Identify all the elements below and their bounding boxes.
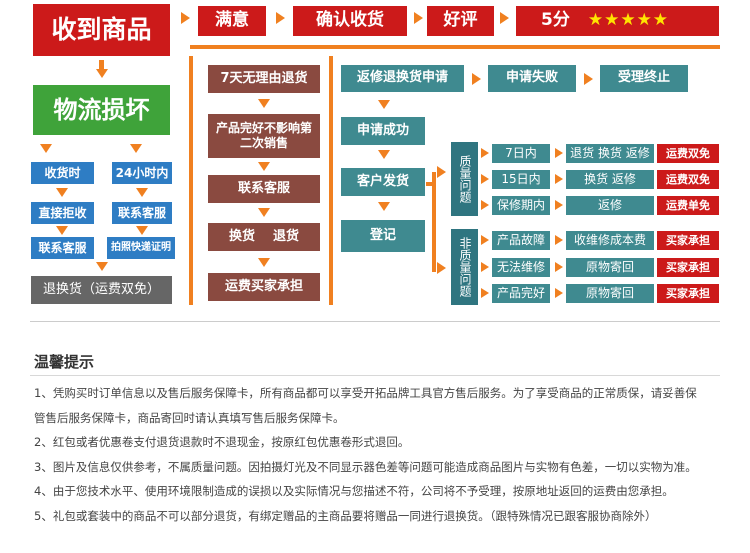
- action-cell: 换货 返修: [566, 170, 654, 189]
- arrow-shaft: [99, 60, 104, 69]
- arrow-icon: [56, 226, 68, 235]
- arrow-icon: [437, 166, 446, 178]
- logistics-damage-box: 物流损坏: [33, 85, 170, 135]
- middle-left-divider: [189, 56, 193, 305]
- tips-list: 1、凭购买时订单信息以及售后服务保障卡，所有商品都可以享受开拓品牌工具官方售后服…: [34, 383, 734, 530]
- arrow-icon: [96, 69, 108, 78]
- on-receipt-box: 收货时: [31, 162, 94, 184]
- arrow-icon: [481, 288, 489, 298]
- apply-success-box: 申请成功: [341, 117, 425, 145]
- shipping-fee-cell: 买家承担: [657, 258, 719, 277]
- arrow-icon: [96, 262, 108, 271]
- arrow-icon: [258, 258, 270, 267]
- tip-line: 4、由于您技术水平、使用环境限制造成的误损以及实际情况与您描述不符，公司将不予受…: [34, 484, 674, 498]
- shipping-fee-cell: 买家承担: [657, 231, 719, 250]
- receive-goods-box: 收到商品: [33, 4, 170, 56]
- arrow-icon: [136, 188, 148, 197]
- refuse-box: 直接拒收: [31, 202, 94, 224]
- tip-line: 5、礼包或套装中的商品不可以部分退货，有绑定赠品的主商品要将赠品一同进行退换货。…: [34, 508, 657, 523]
- arrow-icon: [500, 12, 509, 24]
- score-box: 5分 ★★★★★: [516, 6, 719, 36]
- confirm-receipt-box: 确认收货: [293, 6, 407, 36]
- action-cell: 返修: [566, 196, 654, 215]
- action-cell: 原物寄回: [566, 284, 654, 303]
- tip-line: 1、凭购买时订单信息以及售后服务保障卡，所有商品都可以享受开拓品牌工具官方售后服…: [34, 386, 697, 400]
- arrow-icon: [130, 144, 142, 153]
- condition-cell: 15日内: [492, 170, 550, 189]
- action-cell: 退货 换货 返修: [566, 144, 654, 163]
- arrow-icon: [481, 235, 489, 245]
- tip-line: 2、红包或者优惠卷支付退货退款时不退现金，按原红包优惠卷形式退回。: [34, 435, 410, 449]
- arrow-icon: [481, 174, 489, 184]
- arrow-icon: [258, 99, 270, 108]
- action-cell: 收维修成本费: [566, 231, 654, 250]
- contact-service-box: 联系客服: [31, 237, 94, 259]
- arrow-icon: [378, 100, 390, 109]
- arrow-icon: [276, 12, 285, 24]
- arrow-icon: [258, 162, 270, 171]
- arrow-icon: [40, 144, 52, 153]
- exchange-free-shipping-box: 退换货（运费双免）: [31, 276, 172, 304]
- arrow-icon: [555, 148, 563, 158]
- praise-box: 好评: [427, 6, 494, 36]
- star-rating-icon: ★★★★★: [587, 10, 670, 31]
- middle-right-divider: [329, 56, 333, 305]
- arrow-icon: [481, 200, 489, 210]
- customer-ships-box: 客户发货: [341, 168, 425, 196]
- branch-connector: [432, 172, 436, 272]
- shipping-fee-cell: 运费单免: [657, 196, 719, 215]
- arrow-icon: [181, 12, 190, 24]
- arrow-icon: [481, 148, 489, 158]
- exchange-return-box: 换货 退货: [208, 223, 320, 251]
- action-cell: 原物寄回: [566, 258, 654, 277]
- arrow-icon: [555, 235, 563, 245]
- quality-issue-box: 质量问题: [451, 142, 478, 216]
- arrow-icon: [584, 73, 593, 85]
- satisfied-box: 满意: [198, 6, 266, 36]
- arrow-icon: [555, 174, 563, 184]
- process-terminated-box: 受理终止: [600, 65, 688, 92]
- apply-failed-box: 申请失败: [488, 65, 576, 92]
- condition-cell: 7日内: [492, 144, 550, 163]
- condition-cell: 产品故障: [492, 231, 550, 250]
- contact-service-box: 联系客服: [112, 202, 172, 224]
- arrow-icon: [472, 73, 481, 85]
- shipping-fee-cell: 运费双免: [657, 144, 719, 163]
- arrow-icon: [555, 200, 563, 210]
- arrow-icon: [555, 288, 563, 298]
- arrow-icon: [378, 150, 390, 159]
- tip-line: 管售后服务保障卡，商品寄回时请认真填写售后服务保障卡。: [34, 410, 345, 425]
- branch-connector: [426, 182, 434, 186]
- condition-cell: 保修期内: [492, 196, 550, 215]
- condition-cell: 产品完好: [492, 284, 550, 303]
- shipping-fee-cell: 运费双免: [657, 170, 719, 189]
- contact-service-box: 联系客服: [208, 175, 320, 203]
- tips-divider: [30, 321, 720, 322]
- tips-rule: [30, 375, 720, 376]
- within-24h-box: 24小时内: [112, 162, 172, 184]
- arrow-icon: [378, 202, 390, 211]
- shipping-fee-cell: 买家承担: [657, 284, 719, 303]
- arrow-icon: [136, 226, 148, 235]
- arrow-icon: [481, 262, 489, 272]
- arrow-icon: [56, 188, 68, 197]
- photo-proof-box: 拍照快递证明: [107, 237, 175, 259]
- repair-return-apply-box: 返修退换货申请: [341, 65, 464, 92]
- non-quality-issue-box: 非质量问题: [451, 229, 478, 305]
- tip-line: 3、图片及信息仅供参考，不属质量问题。因拍摄灯光及不同显示器色差等问题可能造成商…: [34, 459, 697, 474]
- arrow-icon: [437, 262, 446, 274]
- arrow-icon: [555, 262, 563, 272]
- tips-title: 温馨提示: [34, 353, 95, 371]
- arrow-icon: [258, 208, 270, 217]
- arrow-icon: [414, 12, 423, 24]
- seven-day-return-box: 7天无理由退货: [208, 65, 320, 93]
- top-divider: [190, 45, 720, 49]
- good-condition-box: 产品完好不影响第二次销售: [208, 114, 320, 158]
- buyer-pays-shipping-box: 运费买家承担: [208, 273, 320, 301]
- register-box: 登记: [341, 220, 425, 252]
- condition-cell: 无法维修: [492, 258, 550, 277]
